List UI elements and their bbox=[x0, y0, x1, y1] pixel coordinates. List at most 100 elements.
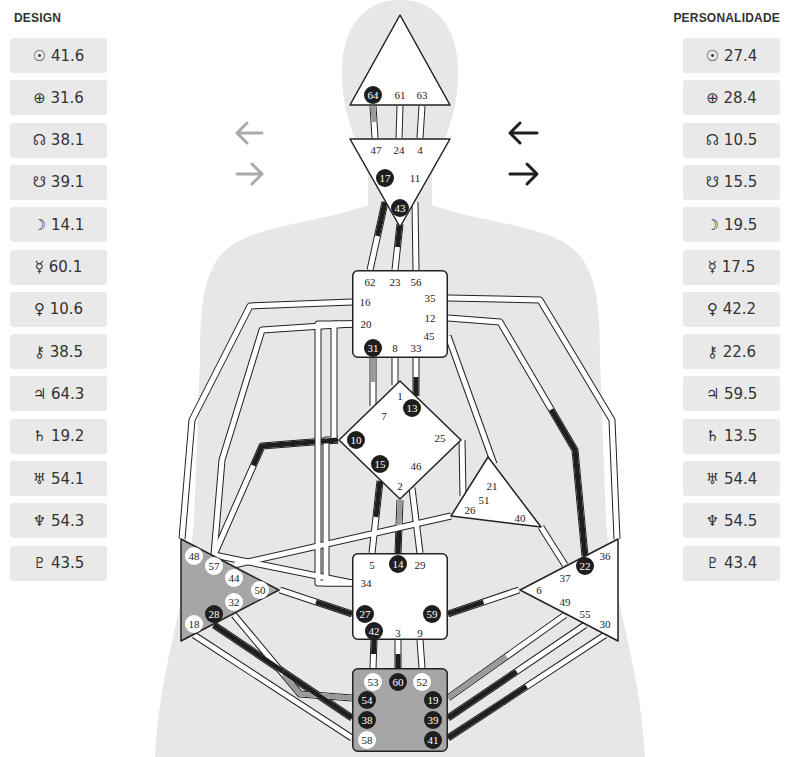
channel-fill bbox=[448, 318, 585, 556]
channel-inner bbox=[541, 527, 565, 565]
channel-half bbox=[280, 590, 352, 614]
energy-center: 646163 bbox=[349, 14, 451, 106]
planet-box: ☿ 17.5 bbox=[683, 250, 780, 285]
channel bbox=[214, 324, 352, 555]
gate-number: 60 bbox=[389, 673, 407, 691]
channel bbox=[234, 615, 352, 698]
center-shape bbox=[350, 139, 450, 227]
energy-center: 48574450322818 bbox=[180, 538, 280, 642]
gate-number: 35 bbox=[421, 289, 439, 307]
channel-inner bbox=[448, 635, 605, 738]
gate-number: 29 bbox=[411, 556, 429, 574]
channel bbox=[370, 202, 385, 270]
planet-box: ♄ 13.5 bbox=[683, 419, 780, 454]
planet-value: ⊕ 28.4 bbox=[706, 89, 757, 107]
planet-box: ♆ 54.5 bbox=[683, 503, 780, 538]
channel-inner bbox=[420, 640, 422, 668]
channel bbox=[448, 615, 565, 698]
planet-value: ⚷ 38.5 bbox=[34, 343, 83, 361]
channel-fill bbox=[462, 440, 463, 496]
left-arrow bbox=[510, 123, 537, 143]
planet-box: ☊ 38.1 bbox=[10, 123, 107, 158]
channel-inner bbox=[280, 590, 352, 614]
channel-half bbox=[395, 224, 400, 270]
channel-inner bbox=[182, 302, 352, 539]
center-shape bbox=[339, 381, 461, 499]
energy-center: 21512640 bbox=[450, 456, 542, 528]
planet-box: ♀ 42.2 bbox=[683, 292, 780, 327]
channel-inner bbox=[370, 202, 385, 270]
channel-inner bbox=[420, 106, 422, 138]
gate-number: 63 bbox=[413, 86, 431, 104]
channel-half bbox=[448, 625, 585, 718]
channel-fill bbox=[234, 615, 352, 698]
planet-value: ⚷ 22.6 bbox=[707, 343, 756, 361]
planet-box: ♆ 54.3 bbox=[10, 503, 107, 538]
gate-number: 43 bbox=[391, 199, 409, 217]
center-shape bbox=[520, 539, 618, 641]
planet-box: ♇ 43.5 bbox=[10, 546, 107, 581]
right-arrow bbox=[510, 164, 537, 184]
channel-inner bbox=[412, 488, 420, 553]
channel-half bbox=[214, 625, 352, 718]
channel-inner bbox=[214, 324, 352, 555]
gate-number: 54 bbox=[358, 691, 376, 709]
channel bbox=[413, 358, 420, 396]
gate-number: 53 bbox=[364, 673, 382, 691]
channel bbox=[280, 590, 352, 614]
gate-number: 26 bbox=[461, 501, 479, 519]
channel-half bbox=[370, 202, 385, 270]
column-heading: DESIGN bbox=[14, 11, 61, 25]
channel-inner bbox=[395, 224, 400, 270]
gate-number: 4 bbox=[411, 141, 429, 159]
gate-number: 55 bbox=[576, 605, 594, 623]
channel-half bbox=[373, 106, 375, 138]
gate-number: 40 bbox=[511, 509, 529, 527]
planet-value: ☋ 15.5 bbox=[706, 173, 758, 191]
gate-number: 44 bbox=[225, 569, 243, 587]
channel bbox=[373, 640, 374, 668]
gate-number: 56 bbox=[407, 273, 425, 291]
channel-half bbox=[448, 590, 519, 614]
channel bbox=[373, 106, 375, 138]
gate-number: 52 bbox=[413, 673, 431, 691]
gate-number: 47 bbox=[367, 141, 385, 159]
channel-half bbox=[214, 625, 352, 718]
gate-number: 13 bbox=[403, 399, 421, 417]
channel-inner bbox=[372, 481, 380, 553]
planet-value: ♇ 43.5 bbox=[33, 554, 85, 572]
channel-fill bbox=[448, 298, 617, 539]
gate-number: 17 bbox=[376, 169, 394, 187]
planet-box: ♅ 54.4 bbox=[683, 461, 780, 496]
channel bbox=[334, 324, 352, 440]
personality-arrows bbox=[510, 123, 537, 184]
channel-half bbox=[396, 640, 401, 668]
channel-half bbox=[414, 358, 419, 396]
center-shape bbox=[353, 271, 448, 358]
planet-value: ☊ 38.1 bbox=[33, 131, 85, 149]
gate-number: 19 bbox=[424, 691, 442, 709]
channel-inner bbox=[326, 440, 352, 583]
channel-fills bbox=[182, 106, 617, 738]
planet-value: ☋ 39.1 bbox=[33, 173, 85, 191]
planet-value: ♄ 13.5 bbox=[706, 427, 758, 445]
gate-number: 16 bbox=[356, 293, 374, 311]
planet-value: ☿ 17.5 bbox=[708, 258, 755, 276]
planet-value: ♃ 59.5 bbox=[706, 385, 758, 403]
channel-inner bbox=[448, 615, 565, 698]
channel bbox=[326, 440, 352, 583]
energy-center: 514293427594239 bbox=[352, 553, 448, 640]
planet-value: ♅ 54.1 bbox=[33, 470, 85, 488]
gate-number: 27 bbox=[356, 605, 374, 623]
channel bbox=[395, 224, 400, 270]
channel bbox=[541, 527, 565, 565]
gate-number: 23 bbox=[386, 273, 404, 291]
center-shape bbox=[353, 554, 448, 640]
gate-number: 3 bbox=[389, 624, 407, 642]
channel-fill bbox=[280, 590, 352, 614]
gate-number: 37 bbox=[556, 569, 574, 587]
channel-inner bbox=[448, 318, 585, 556]
channel-inner bbox=[448, 590, 519, 614]
